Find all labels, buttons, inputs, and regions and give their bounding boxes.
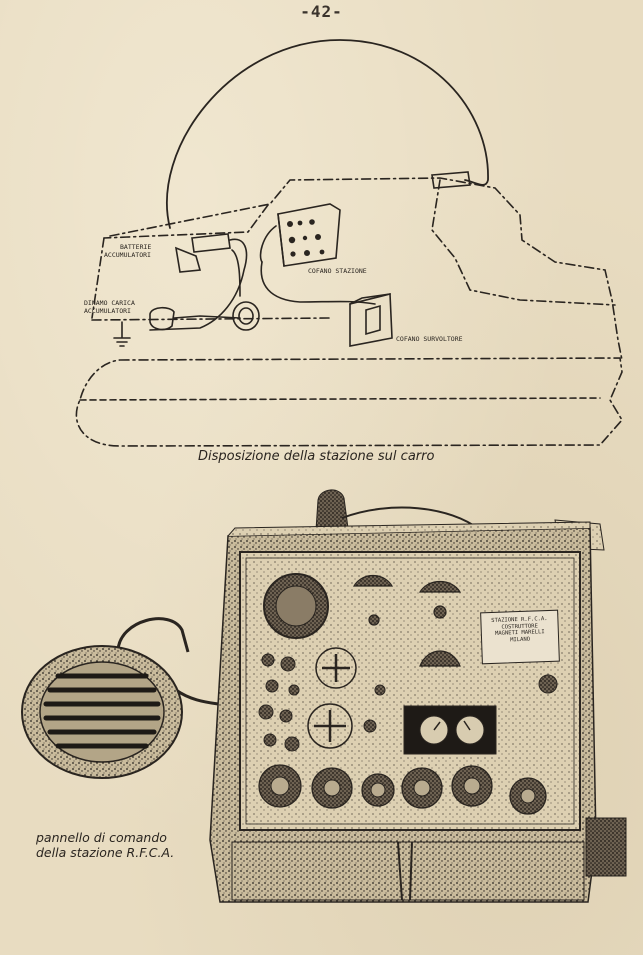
- converter-box: [349, 292, 393, 347]
- tank-layout-diagram: [75, 39, 623, 447]
- bottom-caption-line-1: pannello di comando: [36, 830, 167, 845]
- bottom-caption-line-2: della stazione R.F.C.A.: [36, 845, 175, 860]
- dynamo: [149, 306, 175, 331]
- label-batteries-line2: ACCUMULATORI: [104, 251, 151, 259]
- plate-line-4: MILANO: [510, 636, 531, 643]
- cables: [149, 238, 248, 331]
- bottom-figure-caption: pannello di comando della stazione R.F.C…: [36, 830, 174, 860]
- top-figure-caption: Disposizione della stazione sul carro: [198, 449, 435, 464]
- tuning-dials: [307, 647, 357, 749]
- antenna-connector: [315, 489, 481, 531]
- speaker-round: [232, 301, 260, 331]
- manufacturer-plate: STAZIONE R.F.C.A. COSTRUTTORE MAGNETI MA…: [480, 609, 560, 665]
- track-outline: [75, 357, 623, 447]
- bottom-drawer: [231, 841, 585, 901]
- label-dynamo-line2: ACCUMULATORI: [84, 307, 131, 315]
- label-converter-box: COFANO SURVOLTORE: [396, 335, 463, 343]
- label-batteries-line1: BATTERIE: [120, 243, 152, 251]
- battery-box: [191, 233, 231, 253]
- label-dynamo-line1: DINAMO CARICA: [84, 299, 135, 307]
- indicator-window: [403, 705, 497, 755]
- main-meter: [263, 573, 329, 639]
- loudspeaker: [21, 617, 219, 779]
- antenna-cable: [166, 39, 489, 229]
- page-number: -42-: [300, 2, 343, 21]
- label-station-box: COFANO STAZIONE: [308, 267, 367, 275]
- hull-outline: [109, 177, 623, 361]
- antenna-base: [431, 171, 471, 189]
